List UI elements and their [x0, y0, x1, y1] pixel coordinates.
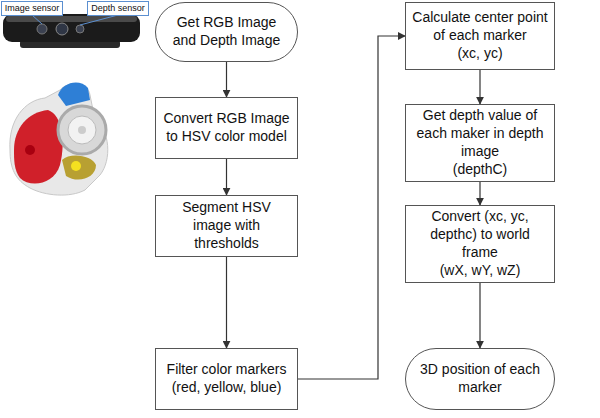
- red-palm: [14, 110, 63, 184]
- node-text: (depthC): [453, 161, 507, 179]
- node-text: Convert RGB Image to HSV color model: [162, 110, 291, 146]
- lens: [56, 23, 68, 35]
- flow-arrow: [298, 36, 405, 379]
- process-box: Convert RGB Image to HSV color model: [155, 97, 298, 159]
- node-text: Depth sensor: [91, 4, 145, 14]
- process-box: Segment HSV image with thresholds: [155, 195, 298, 257]
- lens: [76, 25, 84, 33]
- cup-inner: [68, 116, 96, 144]
- node-text: Segment HSV image with thresholds: [162, 199, 291, 253]
- start-terminal: Get RGB Image and Depth Image: [155, 2, 298, 62]
- kinect-sensor: [3, 14, 140, 48]
- sensor-highlight: [6, 16, 137, 22]
- yellow-finger: [62, 155, 96, 179]
- node-text: (wX, wY, wZ): [440, 262, 521, 280]
- cup-center: [78, 126, 86, 134]
- node-text: Get RGB Image and Depth Image: [165, 14, 288, 50]
- terminal-shape: [406, 349, 555, 410]
- flow-arrow: [226, 159, 227, 195]
- node-text: Convert (xc, yc, depthc) to world frame: [412, 208, 548, 262]
- red-marker: [25, 145, 35, 155]
- blue-marker: [58, 82, 90, 106]
- flow-arrow: [479, 283, 480, 348]
- terminal-shape: [156, 3, 298, 62]
- flow-arrow: [479, 70, 480, 104]
- yellow-marker: [71, 161, 81, 171]
- node-text: Get depth value of each maker in depth i…: [412, 107, 548, 161]
- glove-illustration: [10, 82, 108, 195]
- end-terminal: 3D position of each marker: [405, 348, 555, 410]
- node-text: Image sensor: [5, 4, 60, 14]
- process-box: Get depth value of each maker in depth i…: [405, 104, 555, 182]
- node-text: 3D position of each marker: [415, 361, 545, 397]
- leader-line: [80, 15, 118, 25]
- flow-arrow: [226, 62, 227, 97]
- sensor-label: Depth sensor: [87, 1, 149, 16]
- flow-arrow: [479, 182, 480, 205]
- sensor-label: Image sensor: [1, 1, 63, 16]
- sensor-body: [3, 14, 140, 42]
- process-box: Calculate center point of each marker(xc…: [405, 2, 555, 70]
- node-text: (xc, yc): [457, 45, 502, 63]
- lens: [37, 24, 47, 34]
- leader-line: [32, 15, 42, 24]
- node-text: Filter color markers (red, yellow, blue): [162, 361, 291, 397]
- flow-arrow: [226, 257, 227, 348]
- process-box: Filter color markers (red, yellow, blue): [155, 348, 298, 410]
- held-cup: [58, 106, 106, 154]
- process-box: Convert (xc, yc, depthc) to world frame(…: [405, 205, 555, 283]
- glove: [10, 84, 108, 195]
- node-text: Calculate center point of each marker: [412, 9, 548, 45]
